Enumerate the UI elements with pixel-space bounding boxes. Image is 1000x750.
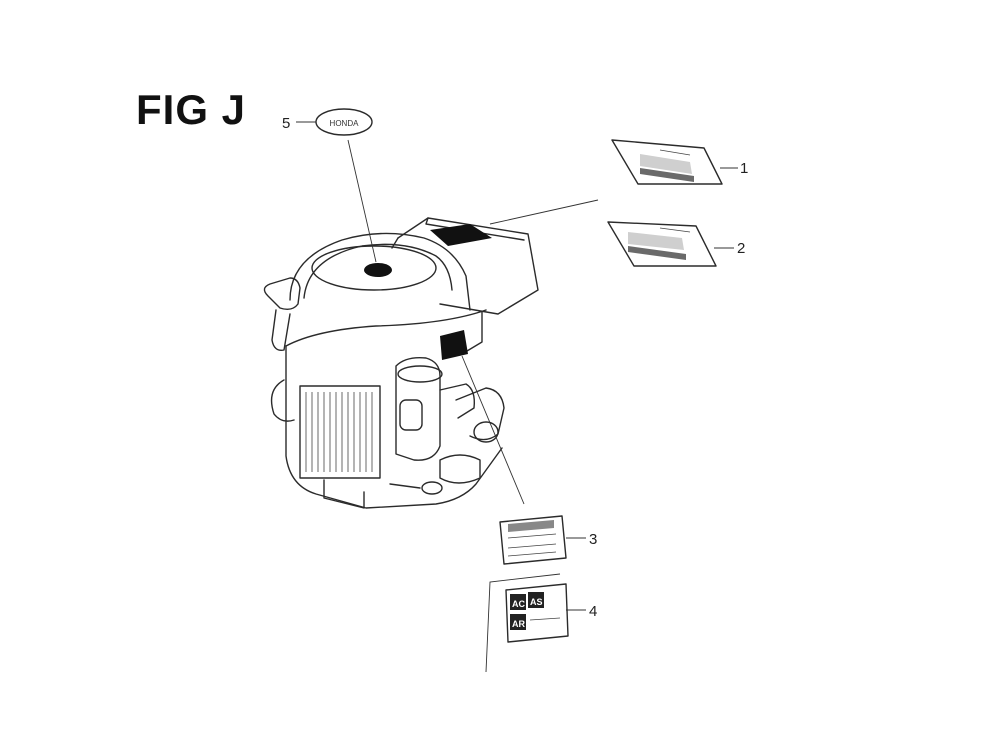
decal-4-cell-as: AS (530, 597, 543, 607)
decal-part-4: AC AS AR (505, 583, 569, 643)
decal-5-emblem-text: HONDA (330, 119, 360, 128)
engine-illustration (263, 217, 539, 509)
leader-lines (296, 121, 738, 673)
callout-numbers: 1 2 3 4 5 (282, 115, 748, 620)
callout-2: 2 (737, 240, 745, 257)
decal-4-cell-ac: AC (512, 599, 525, 609)
callout-1: 1 (740, 160, 748, 177)
decal-part-3 (499, 515, 567, 565)
figure-title: FIG J (136, 86, 247, 133)
callout-3: 3 (589, 531, 597, 548)
decal-part-5: HONDA (315, 108, 373, 136)
decal-part-1 (611, 139, 723, 185)
cooling-fins (305, 392, 373, 472)
decal-part-2 (607, 221, 717, 267)
callout-5: 5 (282, 115, 290, 132)
callout-4: 4 (589, 603, 597, 620)
decal-4-cell-ar: AR (512, 619, 525, 629)
